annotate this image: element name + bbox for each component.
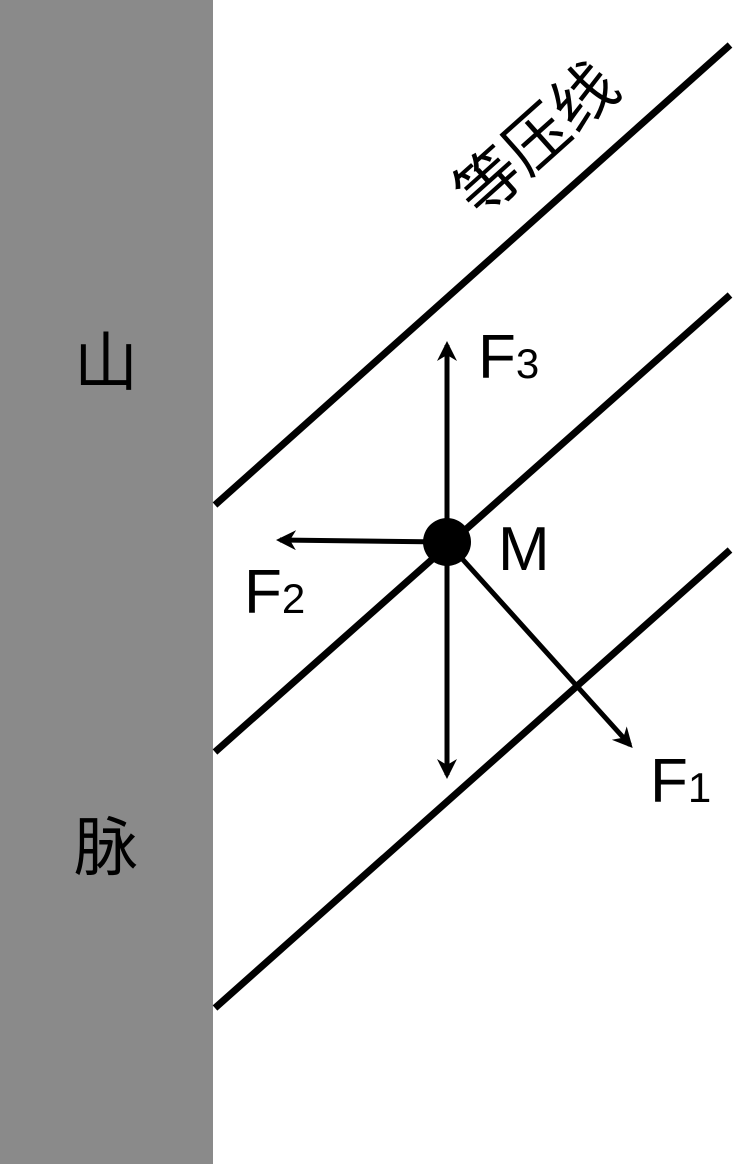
- force-label-f3-subscript: 3: [516, 340, 539, 387]
- point-m: [423, 518, 471, 566]
- isobar-line-middle: [212, 292, 733, 755]
- force-label-f3: F3: [478, 323, 539, 392]
- mountain-range: [0, 0, 213, 1164]
- force-label-f1-letter: F: [650, 747, 688, 816]
- force-arrow-f1: [445, 540, 633, 748]
- force-label-f1: F1: [650, 747, 711, 816]
- force-label-f1-subscript: 1: [688, 764, 711, 811]
- force-label-f3-letter: F: [478, 323, 516, 392]
- isobar-label: 等压线: [441, 49, 633, 232]
- force-label-f2-letter: F: [244, 558, 282, 627]
- mountain-label-top: 山: [74, 327, 138, 401]
- force-label-f2-subscript: 2: [282, 575, 305, 622]
- point-m-label: M: [498, 515, 550, 584]
- mountain-label-bottom: 脉: [74, 812, 138, 886]
- force-label-f2: F2: [244, 558, 305, 627]
- isobar-line-bottom: [212, 547, 733, 1011]
- isobar-line-top: [212, 42, 733, 508]
- force-arrow-f2: [276, 530, 448, 551]
